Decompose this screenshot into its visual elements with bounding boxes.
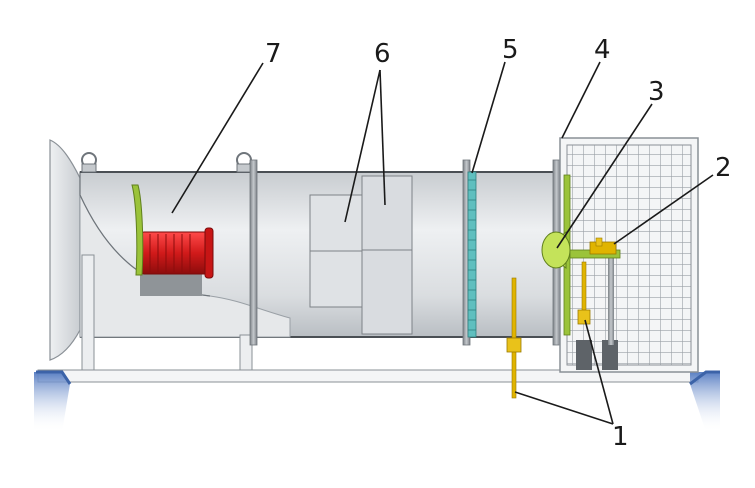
motor bbox=[139, 227, 214, 296]
fittings bbox=[569, 237, 621, 325]
callout-4: 4 bbox=[594, 35, 611, 65]
duct-supports bbox=[81, 254, 253, 371]
callout-3: 3 bbox=[648, 77, 665, 107]
silencer-panels bbox=[309, 175, 413, 335]
callout-7: 7 bbox=[265, 39, 282, 69]
callout-5: 5 bbox=[502, 35, 519, 65]
base-frame bbox=[34, 369, 720, 432]
grille-cabinet bbox=[559, 137, 699, 373]
callout-2: 2 bbox=[715, 153, 732, 183]
actuator-dome bbox=[541, 174, 571, 336]
inlet-bell bbox=[49, 139, 81, 361]
cylinders bbox=[576, 255, 618, 370]
filter-mesh bbox=[467, 171, 477, 338]
sensor-probe bbox=[506, 277, 522, 399]
callout-labels: 7 6 5 4 3 2 1 bbox=[265, 35, 732, 452]
lifting-eyes bbox=[81, 152, 252, 173]
callout-6: 6 bbox=[374, 39, 391, 69]
callout-1: 1 bbox=[612, 422, 629, 452]
impeller-blade bbox=[131, 184, 144, 276]
leader-lines bbox=[171, 61, 714, 425]
